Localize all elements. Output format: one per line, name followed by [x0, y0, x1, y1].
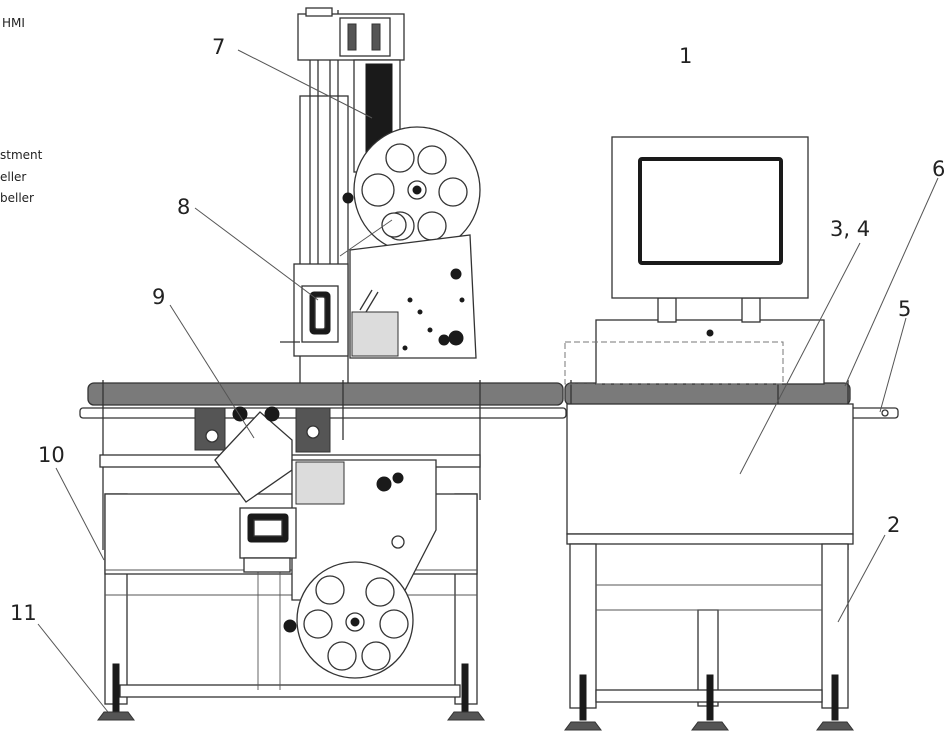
hmi-screen: [638, 157, 783, 265]
bottom-applicator: [194, 406, 437, 679]
hmi-cabinet: [564, 136, 825, 385]
callout-2: 2: [887, 513, 900, 537]
callout-9: 9: [152, 285, 165, 309]
callout-8: 8: [177, 195, 190, 219]
callout-1: 1: [679, 44, 692, 68]
callout-labels: 1 2 3, 4 5 6 7 8 9 10 11: [10, 35, 945, 625]
callout-11: 11: [10, 601, 37, 625]
side-label-propeller-2: beller: [0, 191, 34, 205]
side-label-adjustment: stment: [0, 148, 43, 162]
callout-3-4: 3, 4: [830, 217, 870, 241]
callout-leaders: [37, 49, 939, 713]
top-applicator-tower: [280, 7, 481, 387]
callout-5: 5: [898, 297, 911, 321]
callout-10: 10: [38, 443, 65, 467]
right-stand: [564, 403, 854, 731]
side-label-hmi: HMI: [2, 16, 25, 30]
callout-7: 7: [212, 35, 225, 59]
callout-6: 6: [932, 157, 945, 181]
conveyor-belt: [87, 382, 564, 406]
side-label-propeller-1: eller: [0, 170, 27, 184]
